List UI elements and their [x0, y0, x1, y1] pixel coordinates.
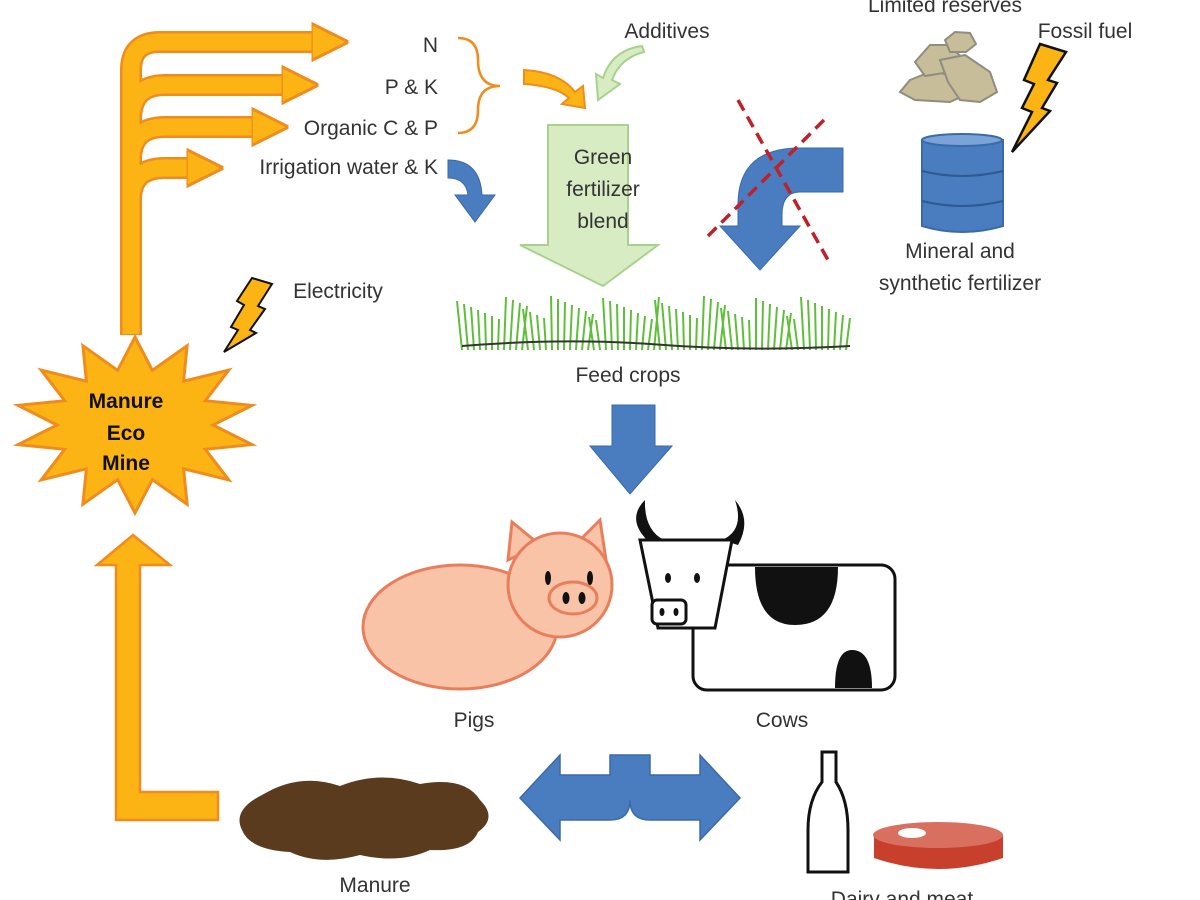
grass-blades — [456, 295, 851, 351]
label-organic: Organic C & P — [304, 117, 438, 140]
label-pigs: Pigs — [454, 709, 495, 732]
cross-out-icon — [706, 99, 830, 261]
feed-crops-grass-icon — [456, 295, 851, 351]
fossil-fuel-lightning-icon — [1010, 42, 1068, 153]
rocks-icon — [898, 30, 999, 104]
label-manure-star: Manure — [89, 390, 164, 413]
label-blend: blend — [577, 210, 628, 233]
label-irrigation: Irrigation water & K — [259, 156, 438, 179]
label-electricity: Electricity — [293, 280, 383, 303]
label-dairy-meat: Dairy and meat — [831, 888, 974, 900]
label-mineral: Mineral and — [905, 240, 1015, 263]
electricity-lightning-icon — [223, 276, 274, 353]
split-output-arrow-icon — [518, 753, 742, 842]
label-synthetic: synthetic fertilizer — [879, 272, 1041, 295]
label-additives: Additives — [624, 20, 709, 43]
pig-icon — [361, 516, 614, 691]
feed-down-arrow-icon — [588, 404, 674, 495]
label-fertilizer: fertilizer — [566, 178, 640, 201]
label-green: Green — [574, 146, 632, 169]
eco-mine-star-icon — [12, 333, 258, 517]
label-pk: P & K — [385, 76, 438, 99]
orange-curved-arrow-icon — [523, 68, 587, 110]
pig-face — [545, 571, 593, 604]
fertilizer-barrel-icon — [921, 133, 1004, 233]
brace-icon — [457, 36, 501, 135]
label-limited-reserves: Limited reserves — [868, 0, 1022, 17]
label-eco: Eco — [107, 422, 146, 445]
cow-icon — [636, 500, 897, 692]
additives-arrow-icon — [594, 44, 646, 102]
label-mine: Mine — [102, 452, 150, 475]
ground-line — [461, 340, 851, 350]
manure-pile-icon — [239, 777, 489, 860]
nutrient-output-arrows — [120, 42, 330, 335]
dairy-bottle-icon — [806, 750, 850, 874]
meat-icon — [873, 822, 1003, 869]
label-manure: Manure — [339, 874, 410, 897]
green-fertilizer-arrow-icon — [519, 124, 662, 288]
irrigation-blue-arrow-icon — [447, 159, 496, 223]
label-cows: Cows — [756, 709, 809, 732]
label-fossil-fuel: Fossil fuel — [1038, 20, 1133, 43]
manure-to-mine-arrow-icon — [93, 533, 220, 822]
label-feed-crops: Feed crops — [575, 364, 680, 387]
label-n: N — [423, 34, 438, 57]
